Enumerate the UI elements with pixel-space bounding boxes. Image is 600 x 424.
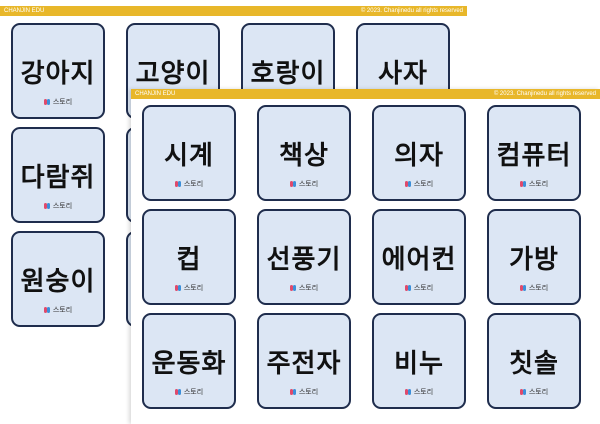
story-logo-icon [405, 181, 412, 187]
card-word: 시계 [164, 141, 214, 171]
story-logo-icon [175, 389, 182, 395]
story-logo: 스토리 [13, 305, 103, 315]
card-word: 컴퓨터 [496, 141, 572, 171]
story-logo-icon [520, 389, 527, 395]
word-card[interactable]: 가방 스토리 [487, 209, 581, 305]
story-logo-icon [290, 285, 297, 291]
header-bar: CHANJIN EDU © 2023. Chanjinedu all right… [0, 6, 467, 16]
story-logo-icon [405, 285, 412, 291]
card-word: 의자 [394, 141, 444, 171]
story-logo: 스토리 [374, 179, 464, 189]
story-logo-icon [520, 285, 527, 291]
brand-label: CHANJIN EDU [4, 8, 45, 14]
story-logo-icon [175, 285, 182, 291]
story-logo-icon [44, 99, 51, 105]
word-card[interactable]: 선풍기 스토리 [257, 209, 351, 305]
word-card[interactable]: 에어컨 스토리 [372, 209, 466, 305]
story-logo: 스토리 [489, 387, 579, 397]
story-logo: 스토리 [13, 201, 103, 211]
card-word: 칫솔 [509, 349, 559, 379]
card-word: 책상 [279, 141, 329, 171]
card-word: 에어컨 [381, 245, 457, 275]
copyright-label: © 2023. Chanjinedu all rights reserved [493, 91, 596, 97]
card-word: 호랑이 [250, 59, 326, 89]
word-card[interactable]: 다람쥐 스토리 [11, 127, 105, 223]
card-word: 고양이 [135, 59, 211, 89]
story-logo: 스토리 [259, 179, 349, 189]
word-card[interactable]: 시계 스토리 [142, 105, 236, 201]
story-logo: 스토리 [489, 179, 579, 189]
story-logo: 스토리 [259, 387, 349, 397]
card-word: 컵 [176, 245, 202, 275]
word-card[interactable]: 원숭이 스토리 [11, 231, 105, 327]
story-logo-icon [290, 181, 297, 187]
word-card[interactable]: 의자 스토리 [372, 105, 466, 201]
story-logo-icon [44, 307, 51, 313]
front-sheet: CHANJIN EDU © 2023. Chanjinedu all right… [131, 89, 600, 424]
story-logo: 스토리 [259, 283, 349, 293]
word-card[interactable]: 주전자 스토리 [257, 313, 351, 409]
card-word: 비누 [394, 349, 444, 379]
story-logo-icon [290, 389, 297, 395]
story-logo-icon [175, 181, 182, 187]
story-logo-icon [520, 181, 527, 187]
word-card[interactable]: 칫솔 스토리 [487, 313, 581, 409]
card-word: 주전자 [266, 349, 342, 379]
story-logo: 스토리 [144, 179, 234, 189]
word-card[interactable]: 강아지 스토리 [11, 23, 105, 119]
word-card[interactable]: 컵 스토리 [142, 209, 236, 305]
header-bar: CHANJIN EDU © 2023. Chanjinedu all right… [131, 89, 600, 99]
brand-label: CHANJIN EDU [135, 91, 176, 97]
card-word: 사자 [378, 59, 428, 89]
story-logo-icon [44, 203, 51, 209]
word-card[interactable]: 비누 스토리 [372, 313, 466, 409]
story-logo-icon [405, 389, 412, 395]
copyright-label: © 2023. Chanjinedu all rights reserved [360, 8, 463, 14]
story-logo: 스토리 [489, 283, 579, 293]
story-logo: 스토리 [144, 387, 234, 397]
word-card[interactable]: 컴퓨터 스토리 [487, 105, 581, 201]
card-word: 운동화 [151, 349, 227, 379]
story-logo: 스토리 [374, 283, 464, 293]
story-logo: 스토리 [144, 283, 234, 293]
story-logo: 스토리 [374, 387, 464, 397]
word-card[interactable]: 운동화 스토리 [142, 313, 236, 409]
card-word: 강아지 [20, 59, 96, 89]
card-word: 선풍기 [266, 245, 342, 275]
story-logo: 스토리 [13, 97, 103, 107]
word-card[interactable]: 책상 스토리 [257, 105, 351, 201]
card-word: 가방 [509, 245, 559, 275]
card-word: 다람쥐 [20, 163, 96, 193]
card-word: 원숭이 [20, 267, 96, 297]
